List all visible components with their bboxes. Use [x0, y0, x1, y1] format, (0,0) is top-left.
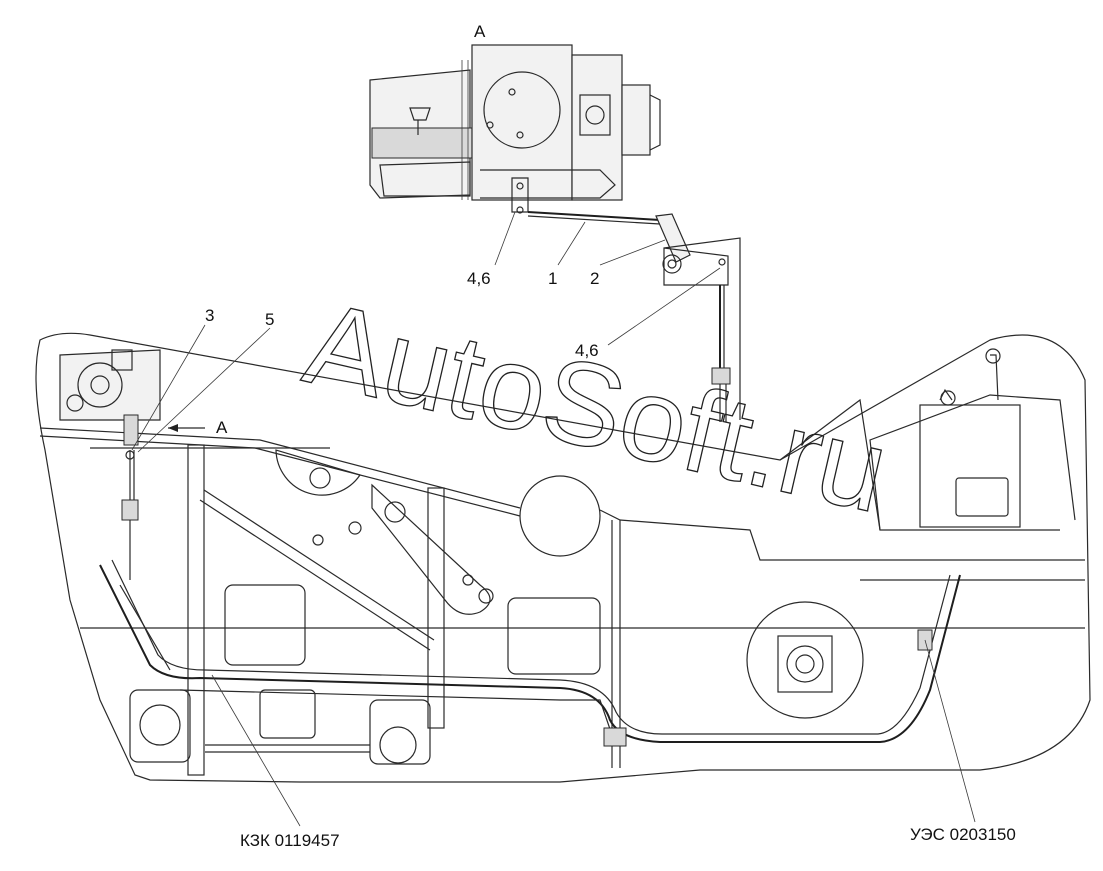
callout-2: 2 — [590, 269, 599, 288]
callout-leaders-view-a — [494, 211, 721, 346]
view-a-title: А — [474, 22, 486, 41]
view-a-pump-assembly: А — [369, 22, 741, 422]
part-ref-left: КЗК 0119457 — [240, 831, 340, 850]
leader-3 — [131, 324, 206, 451]
part-ref-right: УЭС 0203150 — [910, 825, 1016, 844]
pump-on-machine — [59, 349, 161, 460]
callout-1: 1 — [548, 269, 557, 288]
leader-5 — [137, 327, 271, 453]
callout-3: 3 — [205, 306, 214, 325]
callout-5: 5 — [265, 310, 274, 329]
hydraulic-lines — [99, 450, 961, 747]
view-arrow-a — [168, 424, 205, 432]
callout-4-6-top: 4,6 — [467, 269, 491, 288]
callout-4-6-right: 4,6 — [575, 341, 599, 360]
leader-right-ref — [924, 639, 976, 823]
leader-left-ref — [211, 674, 301, 827]
machine-body-outline — [35, 332, 1091, 783]
view-arrow-label: А — [216, 418, 228, 437]
